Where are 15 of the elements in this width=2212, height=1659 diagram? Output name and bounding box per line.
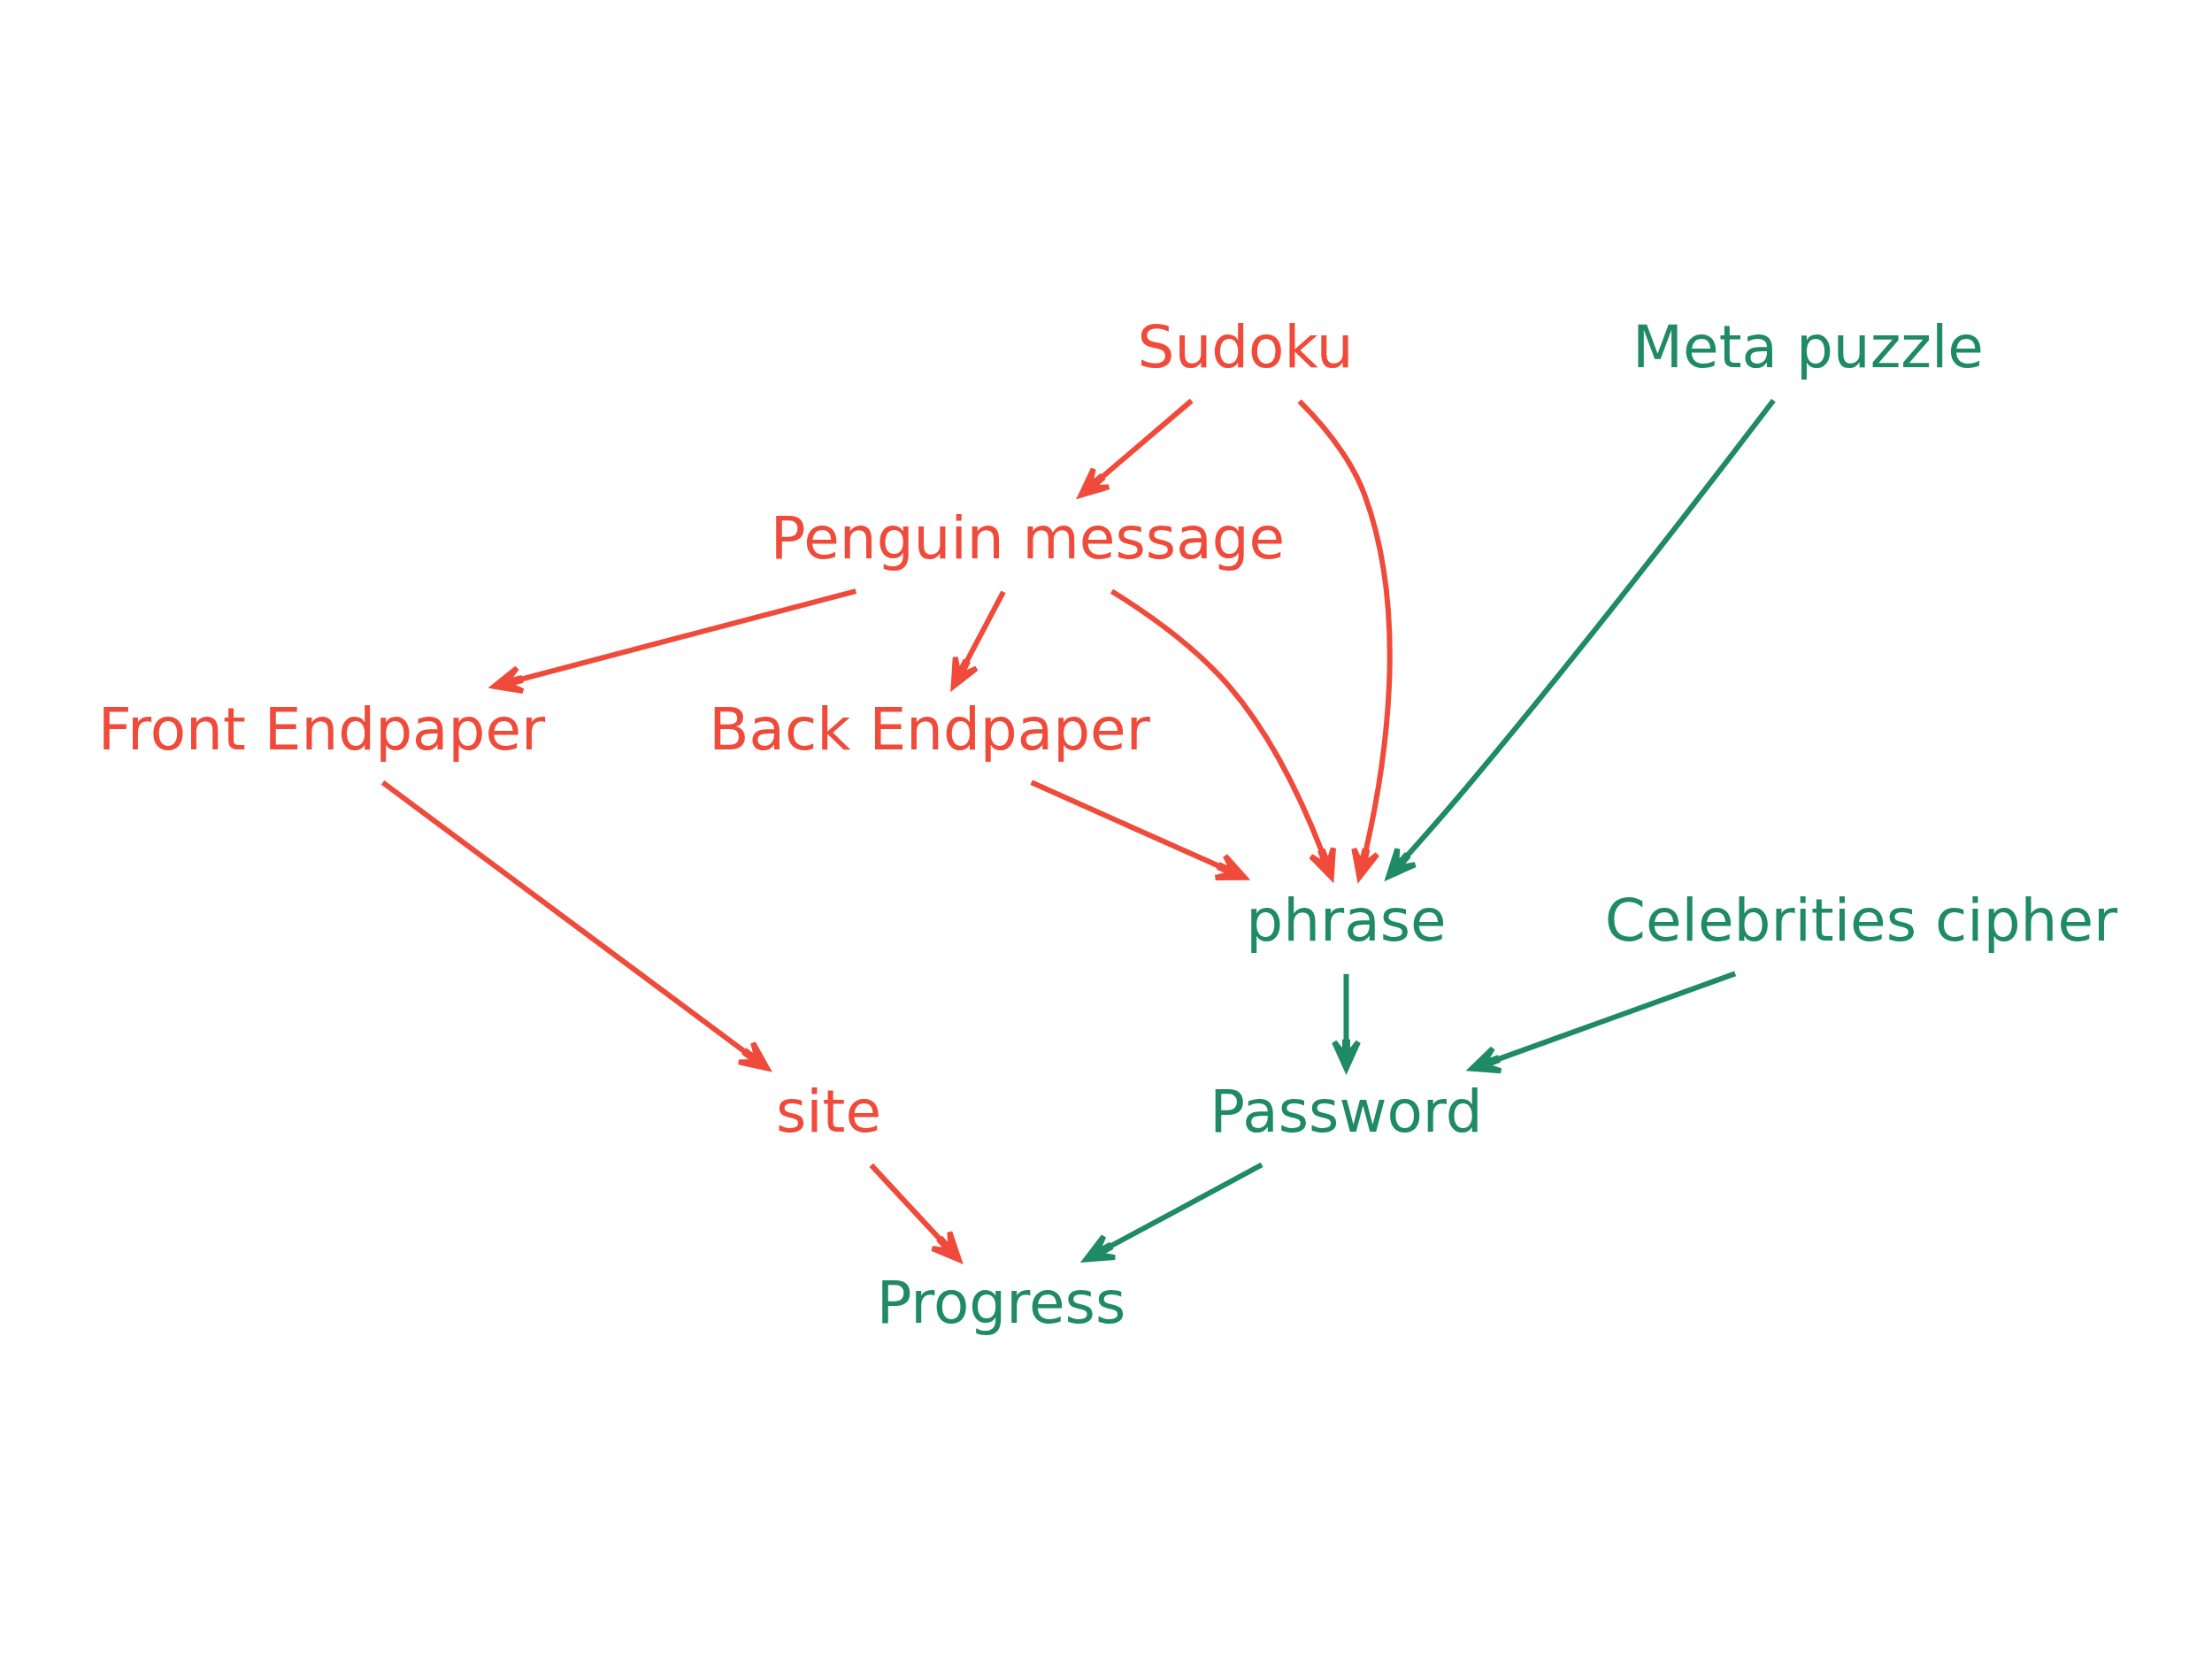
node-text: Meta puzzle (1632, 312, 1984, 381)
node-text: site (775, 1077, 882, 1146)
node-text: Front Endpaper (97, 695, 546, 764)
arrow (1083, 1162, 1263, 1262)
node-text: Celebrities cipher (1604, 886, 2118, 955)
node-text: Password (1210, 1077, 1483, 1146)
arrow (380, 780, 771, 1071)
arrow (1386, 398, 1776, 879)
arrow (1078, 398, 1194, 498)
node-text: Progress (876, 1268, 1126, 1337)
node-text: Penguin message (770, 503, 1286, 572)
node-text: Back Endpaper (709, 695, 1150, 764)
arrow (869, 1163, 962, 1263)
node-text: phrase (1246, 886, 1447, 955)
node-text: Sudoku (1137, 312, 1354, 381)
